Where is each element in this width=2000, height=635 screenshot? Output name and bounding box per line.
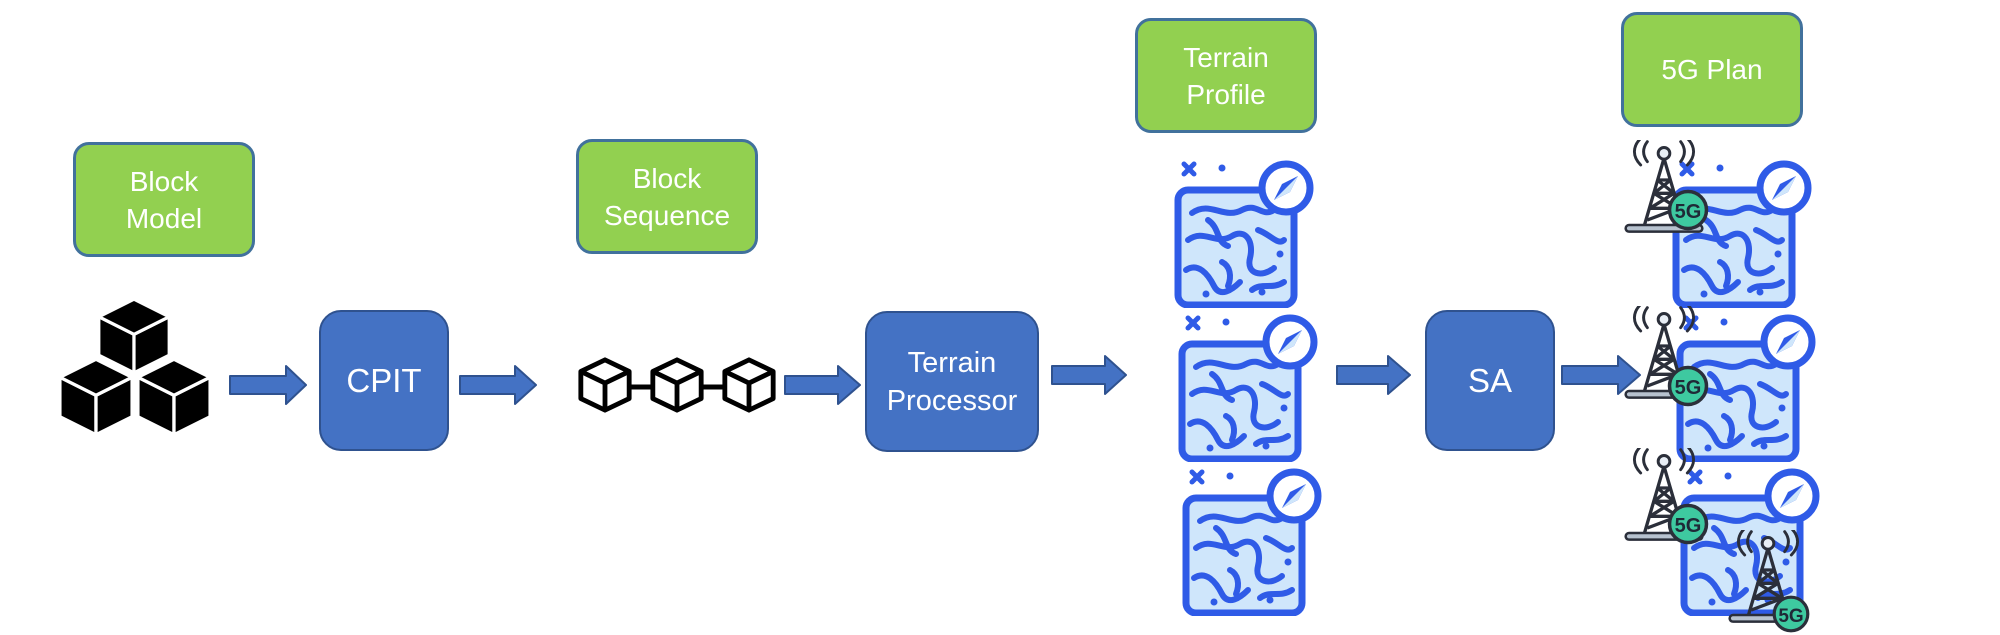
svg-text:5G: 5G — [1778, 606, 1803, 627]
terrain-map-icon — [1186, 472, 1318, 613]
arrow-icon — [459, 365, 537, 405]
arrow-icon — [784, 365, 861, 405]
arrow-icon — [1051, 355, 1127, 395]
terrain-map-icon — [1178, 164, 1310, 305]
5g-plan-label: 5G Plan — [1621, 12, 1803, 127]
terrain-profile-label: Terrain Profile — [1135, 18, 1317, 133]
terrain-map-icon — [1182, 318, 1314, 459]
svg-text:5G: 5G — [1675, 377, 1702, 399]
arrow-icon — [1561, 355, 1641, 395]
terrain-map-icon — [1676, 164, 1808, 305]
block-chain-icon — [581, 360, 773, 410]
svg-text:5G: 5G — [1675, 201, 1702, 223]
arrow-icon — [229, 365, 307, 405]
block-sequence-label: Block Sequence — [576, 139, 758, 254]
cpit-process: CPIT — [319, 310, 449, 451]
sa-process: SA — [1425, 310, 1555, 451]
cell-tower-icon: 5G — [1623, 448, 1709, 545]
cubes-icon — [58, 297, 212, 437]
terrain-processor-process: Terrain Processor — [865, 311, 1039, 452]
svg-text:5G: 5G — [1675, 515, 1702, 537]
arrow-icon — [1336, 355, 1411, 395]
cell-tower-icon: 5G — [1727, 530, 1810, 633]
block-model-label: Block Model — [73, 142, 255, 257]
cell-tower-icon: 5G — [1623, 140, 1709, 234]
cell-tower-icon: 5G — [1623, 306, 1709, 407]
